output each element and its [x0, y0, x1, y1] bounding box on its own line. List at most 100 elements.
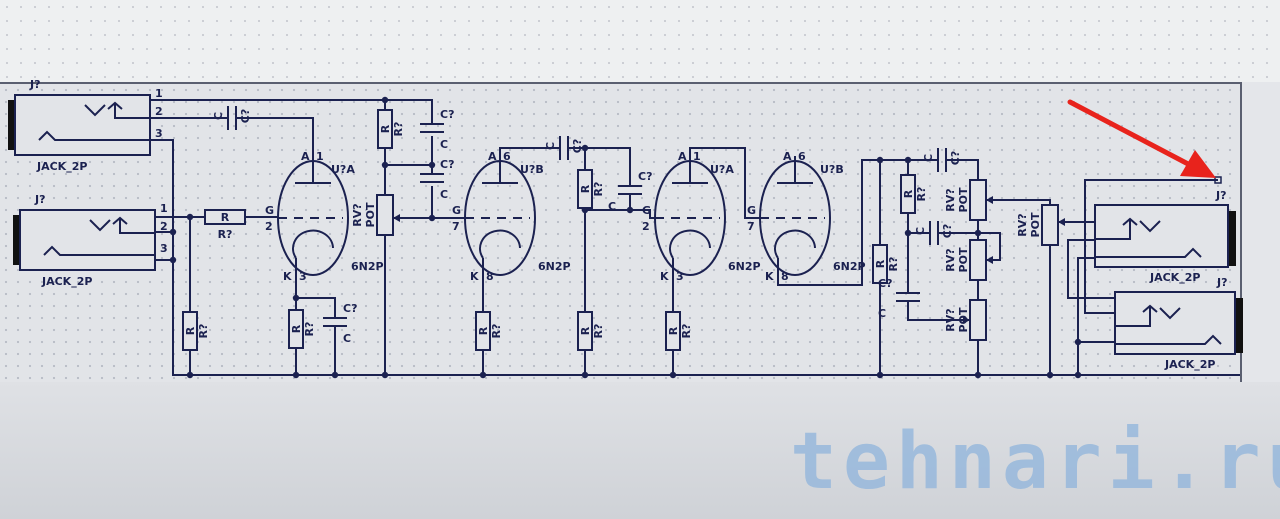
wire[interactable] — [689, 147, 760, 219]
wire[interactable] — [150, 99, 433, 124]
junction-dot — [479, 371, 487, 379]
resistor-ref: R? — [592, 324, 605, 339]
wire[interactable] — [946, 159, 979, 180]
vacuum-tube[interactable] — [654, 156, 726, 280]
wire[interactable] — [1077, 257, 1095, 375]
resistor[interactable] — [204, 209, 246, 225]
cathode-pin-label: K — [765, 270, 774, 283]
schematic-sheet[interactable] — [0, 82, 1242, 384]
anode-pin-number: 1 — [316, 150, 324, 163]
capacitor-value: C — [343, 332, 351, 345]
junction-dot — [428, 214, 436, 222]
wire[interactable] — [777, 159, 938, 286]
resistor-ref: R? — [392, 122, 405, 137]
audio-jack[interactable] — [1094, 204, 1236, 268]
potentiometer[interactable] — [969, 239, 987, 281]
resistor-ref: R? — [887, 257, 900, 272]
wire[interactable] — [907, 301, 970, 321]
resistor[interactable] — [475, 311, 491, 351]
resistor[interactable] — [577, 311, 593, 351]
junction-dot — [381, 371, 389, 379]
junction-dot — [669, 371, 677, 379]
junction-dot — [381, 96, 389, 104]
resistor[interactable] — [288, 309, 304, 349]
wiper-arrow-icon — [1058, 218, 1065, 226]
junction-dot — [169, 228, 177, 236]
grid-pin-label: G — [642, 204, 651, 217]
capacitor-value: C — [544, 142, 557, 150]
cathode-pin-number: 3 — [299, 270, 307, 283]
pot-ref: RV? — [351, 203, 364, 226]
potentiometer[interactable] — [1041, 204, 1059, 246]
resistor[interactable] — [665, 311, 681, 351]
resistor[interactable] — [182, 311, 198, 351]
anode-pin-number: 6 — [503, 150, 511, 163]
wire[interactable] — [1067, 239, 1115, 299]
capacitor[interactable] — [420, 173, 444, 183]
pot-value: POT — [957, 307, 970, 332]
wire[interactable] — [296, 297, 336, 318]
junction-dot — [428, 161, 436, 169]
watermark: tehnari.ru — [790, 417, 1280, 507]
resistor[interactable] — [577, 169, 593, 209]
unconnected-pin-marker[interactable] — [1214, 176, 1222, 184]
pot-value: POT — [957, 247, 970, 272]
resistor[interactable] — [900, 174, 916, 214]
tube-value: 6N2P — [833, 260, 866, 273]
audio-jack[interactable] — [8, 94, 151, 156]
capacitor-ref: C? — [440, 158, 454, 171]
potentiometer[interactable] — [969, 179, 987, 221]
anode-pin-label: A — [488, 150, 497, 163]
capacitor[interactable] — [323, 317, 347, 327]
resistor[interactable] — [872, 244, 888, 284]
junction-dot — [626, 206, 634, 214]
wire[interactable] — [1084, 179, 1218, 314]
resistor-value: R — [579, 184, 592, 193]
capacitor-ref: C? — [878, 277, 892, 290]
resistor-ref: R? — [197, 324, 210, 339]
capacitor-value: C — [922, 154, 935, 162]
junction-dot — [1046, 371, 1054, 379]
vacuum-tube[interactable] — [759, 156, 831, 280]
capacitor[interactable] — [618, 185, 642, 195]
audio-jack[interactable] — [13, 209, 156, 271]
grid-pin-number: 2 — [642, 220, 650, 233]
wire[interactable] — [568, 147, 631, 186]
capacitor-ref: C? — [343, 302, 357, 315]
jack-pin-3: 3 — [160, 242, 168, 255]
wire[interactable] — [499, 147, 560, 156]
tube-value: 6N2P — [728, 260, 761, 273]
capacitor[interactable] — [559, 136, 569, 160]
resistor[interactable] — [377, 109, 393, 149]
wire[interactable] — [393, 186, 433, 219]
resistor-value: R — [290, 324, 303, 333]
capacitor[interactable] — [227, 106, 237, 130]
cathode-pin-number: 8 — [486, 270, 494, 283]
potentiometer[interactable] — [969, 299, 987, 341]
audio-jack[interactable] — [1114, 291, 1243, 355]
vacuum-tube[interactable] — [277, 156, 349, 280]
resistor-value: R — [667, 326, 680, 335]
pot-value: POT — [957, 187, 970, 212]
anode-pin-label: A — [783, 150, 792, 163]
wiper-arrow-icon — [393, 214, 400, 222]
wire[interactable] — [236, 117, 314, 156]
capacitor[interactable] — [937, 148, 947, 172]
jack-pin-2: 2 — [160, 220, 168, 233]
wire[interactable] — [986, 199, 1051, 205]
anode-pin-label: A — [678, 150, 687, 163]
potentiometer[interactable] — [376, 194, 394, 236]
jack-value: JACK_2P — [41, 275, 92, 288]
capacitor[interactable] — [420, 123, 444, 133]
jack-value: JACK_2P — [36, 160, 87, 173]
wire[interactable] — [585, 209, 655, 219]
vacuum-tube[interactable] — [464, 156, 536, 280]
junction-dot — [581, 144, 589, 152]
capacitor[interactable] — [896, 292, 920, 302]
resistor-value: R — [579, 326, 592, 335]
tube-ref: U?B — [520, 163, 544, 176]
tube-value: 6N2P — [538, 260, 571, 273]
wiper-arrow-icon — [986, 256, 993, 264]
capacitor[interactable] — [929, 221, 939, 245]
